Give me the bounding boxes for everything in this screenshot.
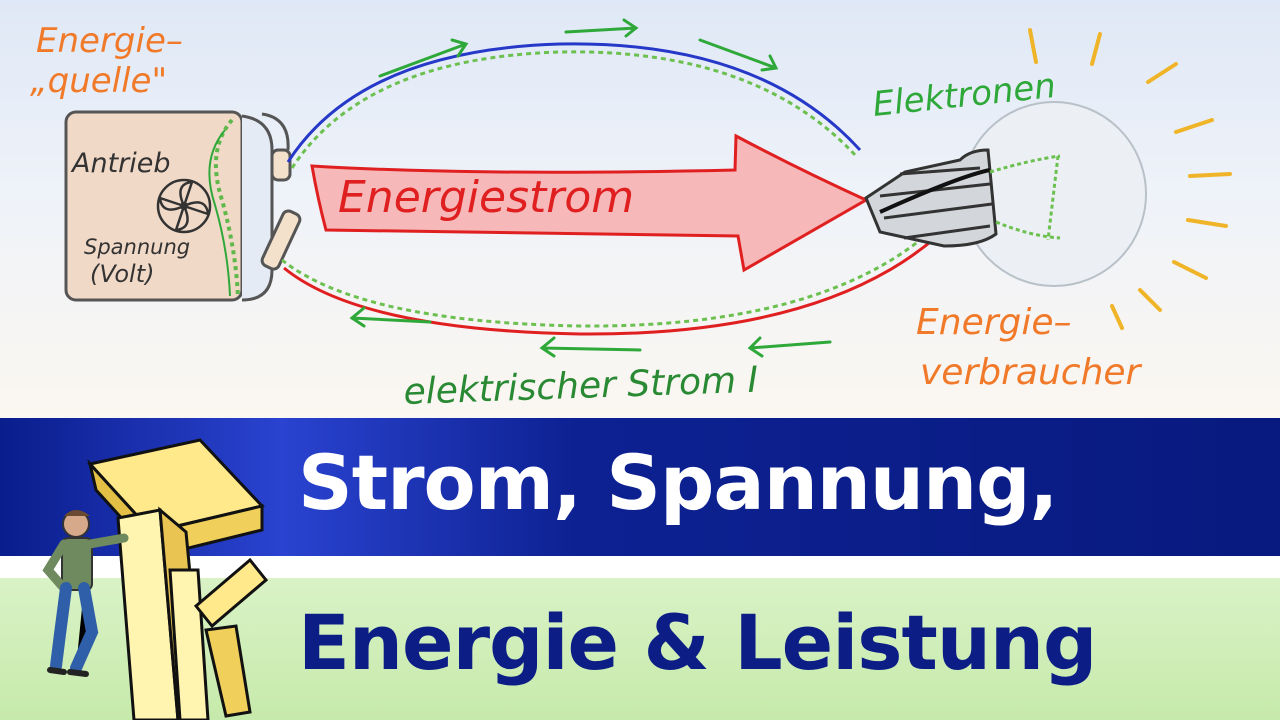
person-figure-icon bbox=[42, 510, 129, 677]
light-rays-icon bbox=[1028, 28, 1232, 330]
bottom-wire-electrons bbox=[281, 230, 931, 328]
energy-flow-arrow bbox=[310, 133, 870, 273]
voltage-label-1: Spannung bbox=[84, 235, 190, 259]
voltage-label-2: (Volt) bbox=[90, 260, 155, 288]
circuit-diagram: Energie– „quelle" Antrieb Spannung (Volt… bbox=[30, 18, 1232, 413]
circuit-sketch: Energie– „quelle" Antrieb Spannung (Volt… bbox=[0, 0, 1280, 418]
consumer-label-2: verbraucher bbox=[920, 352, 1143, 393]
consumer-label-1: Energie– bbox=[916, 302, 1072, 343]
energy-source-icon bbox=[64, 110, 302, 302]
energy-source-label-1: Energie– bbox=[36, 21, 183, 61]
title-line-2: Energie & Leistung bbox=[298, 598, 1097, 687]
top-current-arrows bbox=[378, 18, 779, 78]
energy-flow-label: Energiestrom bbox=[338, 172, 634, 223]
title-line-1: Strom, Spannung, bbox=[298, 438, 1058, 527]
light-bulb-icon bbox=[864, 101, 1147, 287]
drive-label: Antrieb bbox=[70, 148, 171, 179]
drive-fan-icon bbox=[156, 178, 212, 234]
title-bar-divider bbox=[0, 556, 1280, 578]
top-wire-electrons bbox=[290, 50, 858, 169]
bottom-current-arrows bbox=[349, 306, 832, 358]
energy-source-label-2: „quelle" bbox=[30, 61, 167, 101]
tk-logo-with-person-icon bbox=[42, 438, 269, 720]
current-label: elektrischer Strom I bbox=[403, 360, 759, 413]
bottom-wire bbox=[283, 236, 936, 336]
top-wire bbox=[286, 42, 862, 163]
